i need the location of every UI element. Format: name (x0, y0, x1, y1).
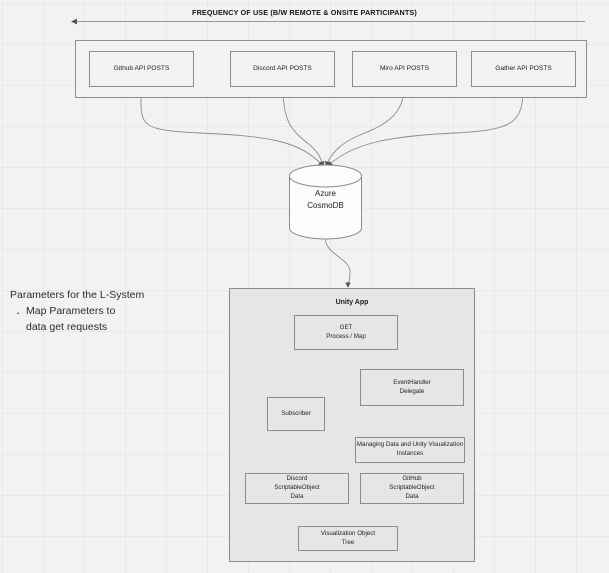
notes-list: Map Parameters to data get requests (10, 303, 210, 336)
unity-node-eventhandler-delegate[interactable]: EventHandler Delegate (360, 369, 464, 406)
unity-node-github-scriptableobject-data[interactable]: GitHub ScriptableObject Data (360, 473, 464, 504)
database-cylinder[interactable] (288, 164, 363, 240)
unity-node-get-process-map[interactable]: GET Process / Map (294, 315, 398, 350)
api-box-gather[interactable]: Gather API POSTS (471, 51, 576, 87)
unity-node-subscriber[interactable]: Subscriber (267, 397, 325, 431)
api-box-miro[interactable]: Miro API POSTS (352, 51, 457, 87)
notes-block: Parameters for the L-System Map Paramete… (10, 288, 210, 335)
api-box-github[interactable]: Github API POSTS (89, 51, 194, 87)
unity-node-discord-scriptableobject-data[interactable]: Discord ScriptableObject Data (245, 473, 349, 504)
database-label: Azure CosmoDB (307, 189, 344, 210)
notes-bullet: Map Parameters to data get requests (16, 303, 210, 336)
database-to-unity-connector (324, 236, 351, 288)
unity-node-visualization-object-tree[interactable]: Visualization Object Tree (298, 526, 398, 551)
page-title: FREQUENCY OF USE (B/W REMOTE & ONSITE PA… (192, 8, 417, 17)
unity-app-title: Unity App (335, 299, 369, 306)
unity-node-managing-data[interactable]: Managing Data and Unity Visualization In… (355, 437, 465, 463)
api-box-discord[interactable]: Discord API POSTS (230, 51, 335, 87)
notes-heading: Parameters for the L-System (10, 289, 145, 301)
source-to-database-connectors (140, 86, 524, 167)
